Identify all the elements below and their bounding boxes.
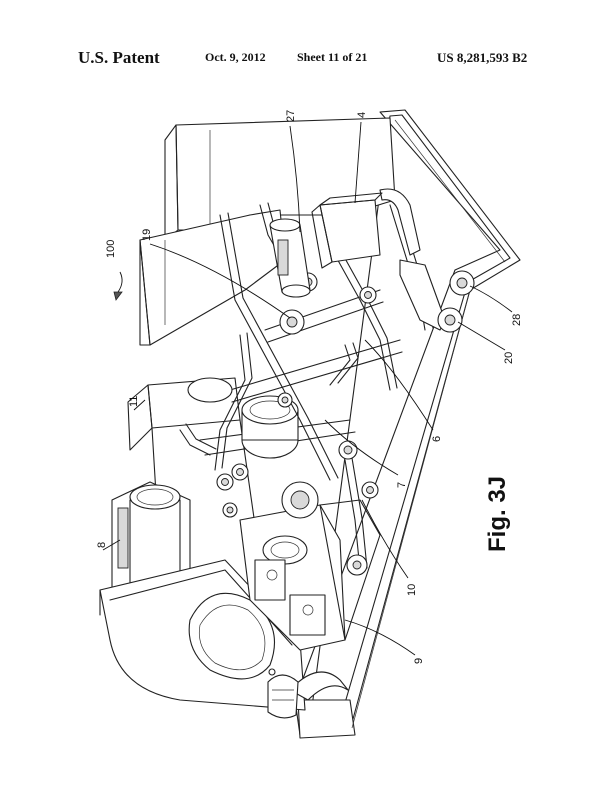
flanges: [216, 270, 475, 576]
ref-label-7: 7: [396, 482, 408, 488]
patent-date: Oct. 9, 2012: [205, 50, 266, 64]
base-skid: [294, 109, 521, 739]
ref-label-100: 100: [105, 240, 117, 258]
receiver-tank: [187, 377, 299, 459]
ref-label-6: 6: [431, 436, 443, 442]
patent-number: US 8,281,593 B2: [437, 50, 528, 65]
ref-label-11: 11: [128, 396, 140, 407]
ref-label-10: 10: [406, 584, 418, 596]
patent-office-label: U.S. Patent: [78, 48, 160, 67]
figure-caption: Fig. 3J: [484, 476, 511, 552]
control-box: [311, 192, 383, 269]
filter-unit: [269, 218, 311, 298]
rear-enclosure: [139, 117, 396, 346]
page-header: U.S. Patent Oct. 9, 2012 Sheet 11 of 21 …: [0, 48, 614, 74]
ref-label-8: 8: [96, 542, 108, 548]
ref-label-20: 20: [503, 352, 515, 364]
ref-label-19: 19: [141, 229, 153, 241]
sheet-number: Sheet 11 of 21: [297, 50, 368, 64]
ref-label-28: 28: [511, 314, 523, 326]
discharge-pipe: [379, 188, 446, 331]
ref-label-4: 4: [356, 112, 368, 118]
pump-block: [239, 481, 381, 651]
exhaust-elbow: [267, 668, 349, 719]
reference-labels: 100 27 4 19 11 8 6 7 10 9 20 28: [96, 110, 523, 664]
ref-label-27: 27: [285, 110, 297, 122]
ref-label-9: 9: [413, 658, 425, 664]
